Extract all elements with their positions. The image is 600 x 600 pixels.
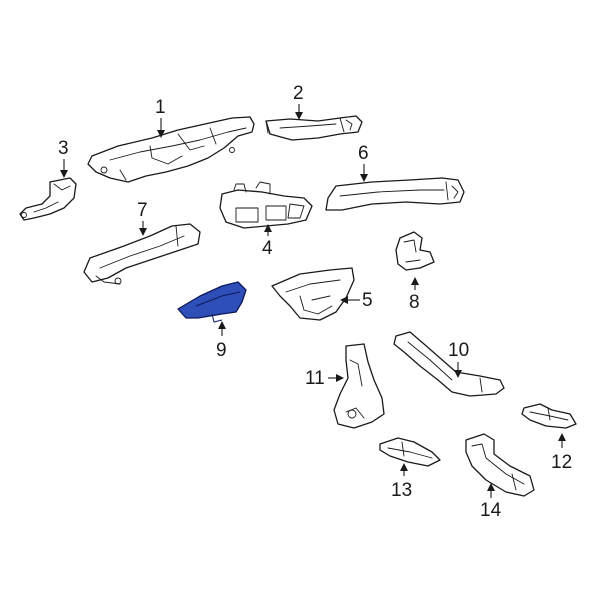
part-3-duct[interactable] [19,177,77,221]
part-9-highlighted-duct[interactable] [177,281,247,323]
svg-text:1: 1 [155,97,166,118]
callout-1: 1 [155,97,166,138]
part-12-duct[interactable] [521,403,577,429]
callout-10: 10 [448,340,469,378]
callout-11: 11 [305,368,344,389]
svg-text:13: 13 [391,480,412,501]
part-8-connector[interactable] [395,231,435,271]
callout-7: 7 [137,200,148,236]
svg-text:9: 9 [216,340,227,361]
callout-6: 6 [358,143,369,182]
svg-text:2: 2 [293,83,304,104]
callout-14: 14 [480,483,502,521]
callout-4: 4 [262,224,273,259]
part-13-duct[interactable] [379,437,441,467]
part-5-housing[interactable] [271,267,355,321]
svg-text:5: 5 [362,290,373,311]
callout-5: 5 [340,290,373,311]
callout-13: 13 [391,463,412,501]
svg-text:10: 10 [448,340,469,361]
svg-text:6: 6 [358,143,369,164]
callout-2: 2 [293,83,304,120]
part-2-duct[interactable] [265,115,363,141]
svg-text:7: 7 [137,200,148,221]
part-1-duct[interactable] [87,116,255,183]
part-11-duct[interactable] [333,343,385,429]
callout-9: 9 [216,321,227,361]
svg-text:14: 14 [480,500,502,521]
svg-text:11: 11 [305,368,325,389]
svg-text:8: 8 [409,292,420,313]
part-7-duct[interactable] [83,223,201,285]
part-4-outlet[interactable] [219,181,313,229]
svg-text:4: 4 [262,238,273,259]
callout-8: 8 [409,277,420,313]
part-6-duct[interactable] [325,177,465,211]
part-10-duct[interactable] [393,331,505,397]
part-14-duct[interactable] [465,433,535,497]
callout-12: 12 [551,433,572,473]
svg-text:3: 3 [58,138,69,159]
svg-text:12: 12 [551,452,572,473]
callout-3: 3 [58,138,69,178]
